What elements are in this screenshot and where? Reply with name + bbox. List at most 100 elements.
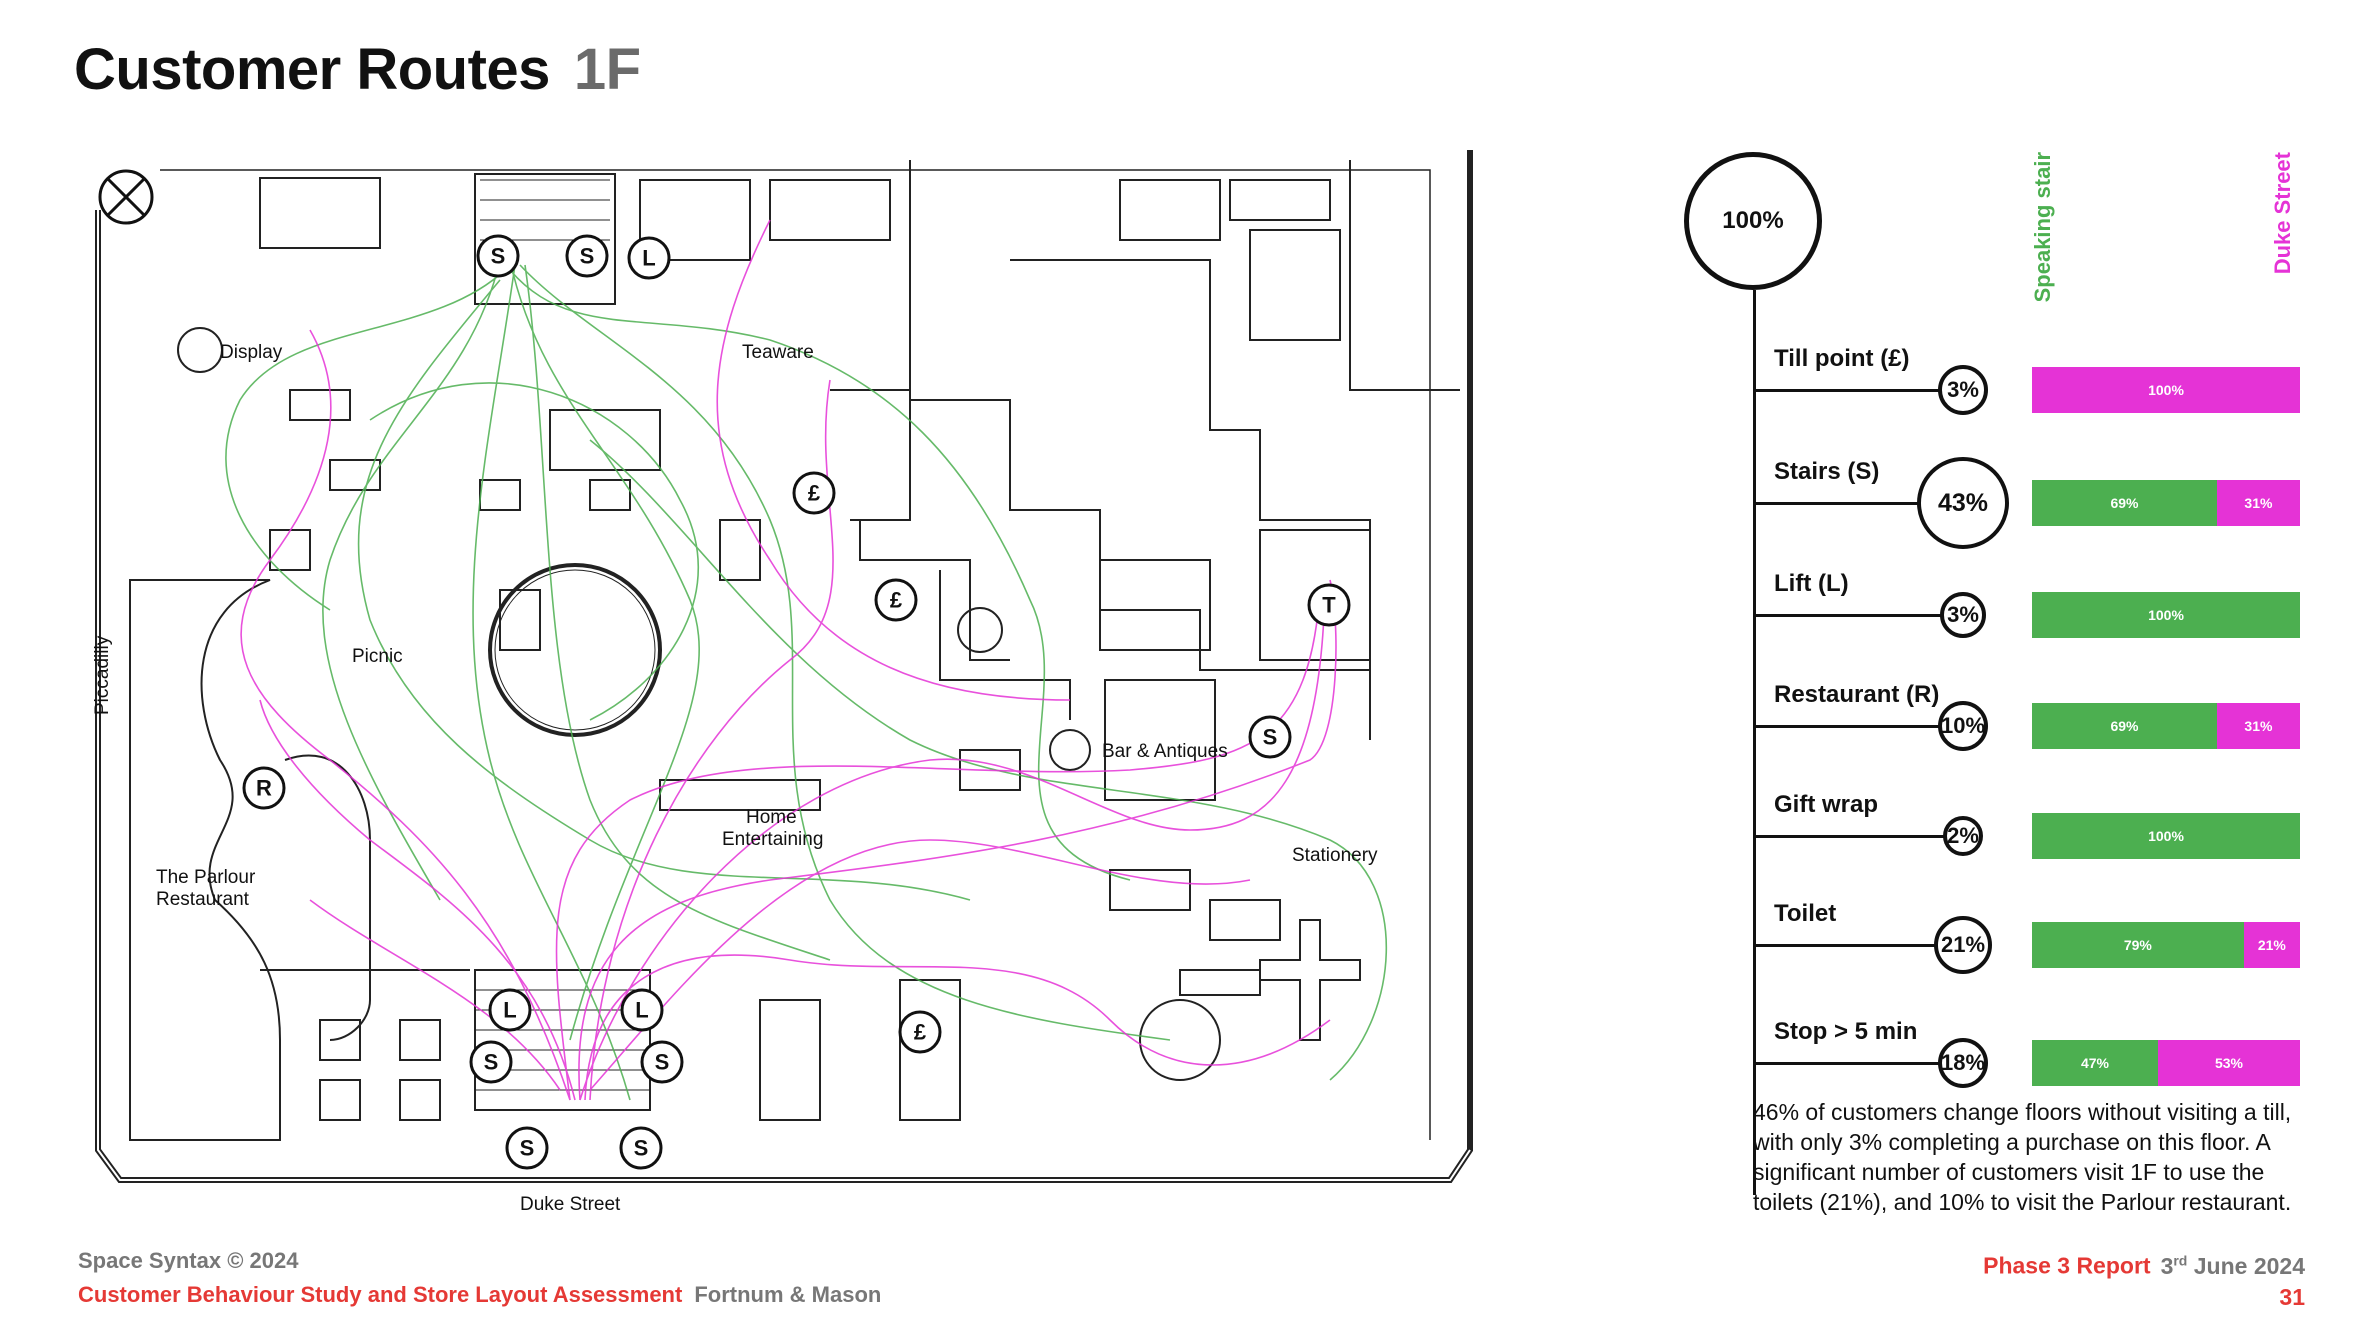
svg-text:S: S [580,244,595,269]
share-bar: 69%31% [2032,480,2300,526]
compass-icon [98,169,154,225]
share-bar: 79%21% [2032,922,2300,968]
svg-text:S: S [655,1050,670,1075]
svg-text:S: S [491,244,506,269]
toilet-marker: T [1307,583,1351,627]
share-bar: 100% [2032,813,2300,859]
row-percent: 3% [1938,365,1988,415]
share-bar: 69%31% [2032,703,2300,749]
label-picnic: Picnic [352,646,403,667]
share-speaking-stair: 69% [2032,480,2217,526]
legend-speaking-stair: Speaking stair [2030,152,2055,303]
svg-text:L: L [503,998,516,1023]
row-percent: 10% [1938,701,1988,751]
label-parlour-1: The Parlour [156,867,256,888]
share-duke-street: 100% [2032,367,2300,413]
row-branch [1753,725,1940,728]
title-text: Customer Routes [74,37,550,102]
row-percent: 43% [1917,457,2009,549]
svg-text:£: £ [808,481,821,506]
report-name: Phase 3 Report [1983,1252,2151,1279]
label-bar-antiques: Bar & Antiques [1102,741,1228,762]
share-speaking-stair: 79% [2032,922,2244,968]
floor-label: 1F [573,37,641,102]
share-duke-street: 21% [2243,922,2300,968]
label-teaware: Teaware [742,342,814,363]
root-percent: 100% [1684,152,1822,290]
till-marker: £ [792,471,836,515]
share-speaking-stair: 100% [2032,592,2300,638]
svg-text:£: £ [914,1020,927,1045]
routes-speaking-stair [225,259,1388,1101]
share-bar: 47%53% [2032,1040,2300,1086]
funnel-panel: 100% Speaking stair Duke Street Till poi… [1660,140,2360,1195]
row-label: Toilet [1774,900,1837,927]
share-speaking-stair: 69% [2032,703,2217,749]
row-branch [1753,614,1942,617]
stairs-marker: S [640,1040,684,1084]
share-bar: 100% [2032,367,2300,413]
label-stationery: Stationery [1292,845,1378,866]
label-home-1: Home [746,807,797,828]
share-duke-street: 31% [2216,480,2300,526]
page-number: 31 [2279,1284,2305,1310]
row-label: Stairs (S) [1774,458,1880,485]
study-title: Customer Behaviour Study and Store Layou… [78,1282,881,1308]
label-display: Display [220,342,283,363]
report-date: 3rd June 2024 [2160,1252,2305,1279]
row-branch [1753,835,1945,838]
legend-duke-street: Duke Street [2270,152,2295,275]
report-line: Phase 3 Report 3rd June 2024 [1983,1252,2305,1280]
share-bar: 100% [2032,592,2300,638]
label-parlour-2: Restaurant [156,889,250,910]
share-duke-street: 53% [2157,1040,2300,1086]
row-percent: 3% [1940,592,1986,638]
share-speaking-stair: 100% [2032,813,2300,859]
stairs-marker: S [469,1040,513,1084]
funnel-trunk [1753,290,1756,1195]
page-title: Customer Routes 1F [74,36,641,103]
label-piccadilly: Piccadilly [92,635,113,715]
till-marker: £ [898,1010,942,1054]
client-name: Fortnum & Mason [694,1282,882,1307]
row-branch [1753,502,1919,505]
row-label: Lift (L) [1774,570,1849,597]
row-branch [1753,944,1936,947]
svg-text:S: S [484,1050,499,1075]
restaurant-marker: R [242,766,286,810]
study-name: Customer Behaviour Study and Store Layou… [78,1282,683,1307]
svg-text:S: S [634,1136,649,1161]
summary-text: 46% of customers change floors without v… [1753,1099,2292,1215]
row-label: Till point (£) [1774,345,1910,372]
till-marker: £ [874,578,918,622]
svg-text:S: S [520,1136,535,1161]
svg-text:T: T [1322,593,1336,618]
svg-text:S: S [1263,725,1278,750]
svg-text:R: R [256,776,272,801]
share-speaking-stair: 47% [2032,1040,2158,1086]
lift-marker: L [488,988,532,1032]
label-duke-street: Duke Street [520,1194,621,1215]
stairs-marker: S [565,234,609,278]
floor-plan: Display Teaware Picnic Piccadilly The Pa… [92,150,1473,1215]
stairs-marker: S [1248,715,1292,759]
row-percent: 21% [1934,916,1992,974]
share-duke-street: 31% [2216,703,2300,749]
stairs-marker: S [476,234,520,278]
row-percent: 2% [1943,816,1983,856]
svg-text:£: £ [890,588,903,613]
label-home-2: Entertaining [722,829,823,850]
copyright: Space Syntax © 2024 [78,1248,299,1273]
row-label: Gift wrap [1774,791,1879,818]
lift-marker: L [620,988,664,1032]
lift-marker: L [627,236,671,280]
row-label: Stop > 5 min [1774,1018,1918,1045]
stairs-marker: S [505,1126,549,1170]
stairs-marker: S [619,1126,663,1170]
row-branch [1753,1062,1940,1065]
svg-text:L: L [642,246,655,271]
row-percent: 18% [1938,1038,1988,1088]
row-label: Restaurant (R) [1774,681,1940,708]
svg-text:L: L [635,998,648,1023]
row-branch [1753,389,1940,392]
